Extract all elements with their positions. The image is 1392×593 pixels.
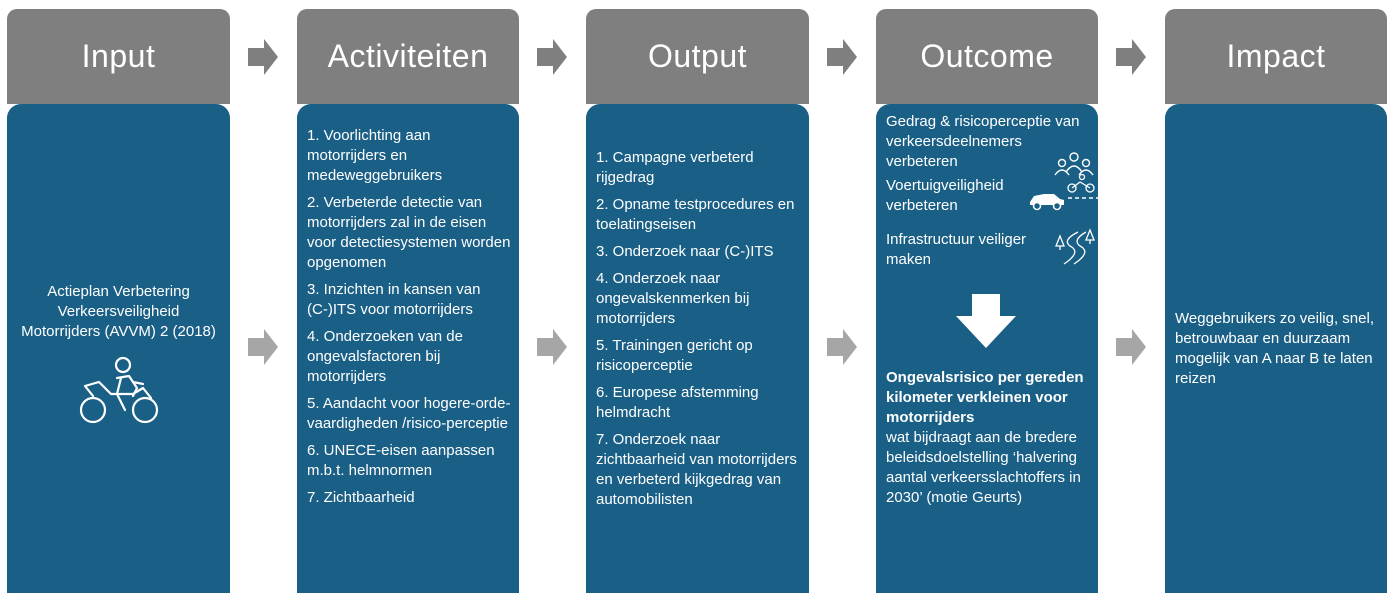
output-item: 7. Onderzoek naar zichtbaarheid van moto… [596,431,797,508]
winding-road-icon [1055,228,1095,265]
header-arrow-right-icon [1116,39,1146,75]
people-group-icon [1054,152,1094,176]
header-arrow-right-icon [827,39,857,75]
body-arrow-right-icon [827,329,857,365]
header-output: Output [586,9,809,104]
header-outcome: Outcome [876,9,1098,104]
output-item: 1. Campagne verbeterd rijgedrag [596,149,754,186]
car-motorcycle-icon [1030,173,1102,211]
header-arrow-right-icon [248,39,278,75]
activiteit-item: 6. UNECE-eisen aanpassen m.b.t. helmnorm… [307,442,495,479]
header-arrow-right-icon [537,39,567,75]
motorcycle-rider-icon [79,356,158,423]
output-item: 5. Trainingen gericht op risicoperceptie [596,337,753,374]
body-arrow-right-icon [1116,329,1146,365]
output-item: 3. Onderzoek naar (C-)ITS [596,243,774,260]
activiteit-item: 1. Voorlichting aan motorrijders en mede… [307,127,443,184]
outcome-item: Gedrag & risicoperceptie van verkeersdee… [886,112,1094,176]
activiteit-item: 5. Aandacht voor hogere-orde-vaardighede… [307,395,511,432]
header-activiteiten: Activiteiten [297,9,519,104]
header-input: Input [7,9,230,104]
body-arrow-right-icon [537,329,567,365]
outcome-item: Infrastructuur veiliger maken [886,228,1095,270]
outcome-final-text: wat bijdraagt aan de bredere beleidsdoel… [886,429,1081,506]
activiteit-item: 3. Inzichten in kansen van (C-)ITS voor … [307,281,481,318]
impact-text: Weggebruikers zo veilig, snel, betrouwba… [1175,309,1374,387]
outcome-item: Voertuigveiligheid verbeteren [886,173,1102,230]
outcome-item-text: Gedrag & risicoperceptie van verkeersdee… [886,113,1080,170]
panel-impact: Weggebruikers zo veilig, snel, betrouwba… [1165,104,1387,593]
output-item: 4. Onderzoek naar ongevalskenmerken bij … [596,270,750,327]
outcome-item-text: Voertuigveiligheid verbeteren [886,177,1004,214]
input-text: Actieplan Verbetering Verkeersveiligheid… [21,282,216,340]
activiteit-item: 2. Verbeterde detectie van motorrijders … [307,194,511,271]
outcome-item-text: Infrastructuur veiliger maken [886,231,1027,268]
panel-output: 1. Campagne verbeterd rijgedrag 2. Opnam… [586,104,809,593]
activiteit-item: 4. Onderzoeken van de ongevalsfactoren b… [307,328,463,385]
panel-outcome: Gedrag & risicoperceptie van verkeersdee… [876,104,1102,593]
body-arrow-right-icon [248,329,278,365]
down-arrow-icon [956,294,1016,348]
outcome-final: Ongevalsrisico per gereden kilometer ver… [886,368,1092,508]
activiteit-item: 7. Zichtbaarheid [307,489,415,506]
output-item: 2. Opname testprocedures en toelatingsei… [596,196,795,233]
outcome-final-bold: Ongevalsrisico per gereden kilometer ver… [886,369,1084,426]
header-impact: Impact [1165,9,1387,104]
panel-input: Actieplan Verbetering Verkeersveiligheid… [7,104,230,593]
panel-activiteiten: 1. Voorlichting aan motorrijders en mede… [297,104,519,593]
output-item: 6. Europese afstemming helmdracht [596,384,759,421]
